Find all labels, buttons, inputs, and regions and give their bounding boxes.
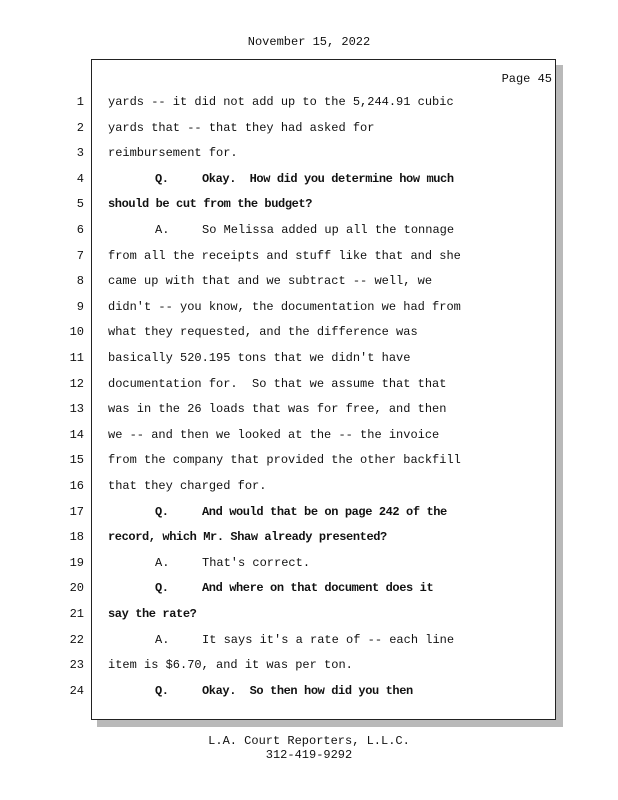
line-text: That's correct. xyxy=(202,555,311,570)
transcript-line: 22 A. It says it's a rate of -- each line xyxy=(0,630,560,650)
transcript-line: 4 Q. Okay. How did you determine how much xyxy=(0,169,560,189)
line-text: we -- and then we looked at the -- the i… xyxy=(108,427,440,442)
transcript-line: 11 basically 520.195 tons that we didn't … xyxy=(0,348,560,368)
line-text: came up with that and we subtract -- wel… xyxy=(108,274,433,289)
line-number: 15 xyxy=(69,453,84,468)
transcript-line: 24 Q. Okay. So then how did you then xyxy=(0,681,560,701)
speaker-label: Q. xyxy=(155,504,169,519)
line-number: 2 xyxy=(76,120,84,135)
transcript-line: 14 we -- and then we looked at the -- the… xyxy=(0,425,560,445)
transcript-line: 8 came up with that and we subtract -- we… xyxy=(0,271,560,291)
line-text: from all the receipts and stuff like tha… xyxy=(108,248,461,263)
transcript-line: 5 should be cut from the budget? xyxy=(0,194,560,214)
speaker-label: Q. xyxy=(155,683,169,698)
transcript-line: 7 from all the receipts and stuff like th… xyxy=(0,246,560,266)
line-number: 10 xyxy=(69,325,84,340)
transcript-line: 6 A. So Melissa added up all the tonnage xyxy=(0,220,560,240)
line-number: 16 xyxy=(69,479,84,493)
line-number: 9 xyxy=(76,299,84,314)
transcript-line: 20 Q. And where on that document does it xyxy=(0,578,560,598)
page-number: Page 45 xyxy=(501,72,552,86)
transcript-line: 23 item is $6.70, and it was per ton. xyxy=(0,655,560,675)
transcript-page-frame xyxy=(91,59,556,720)
speaker-label: A. xyxy=(155,632,170,647)
line-number: 1 xyxy=(76,95,84,109)
transcript-line: 21 say the rate? xyxy=(0,604,560,624)
line-number: 17 xyxy=(69,504,84,519)
line-number: 6 xyxy=(76,223,84,237)
line-text: And where on that document does it xyxy=(202,581,434,596)
line-number: 20 xyxy=(69,581,84,596)
line-number: 3 xyxy=(76,146,84,161)
line-text: It says it's a rate of -- each line xyxy=(202,632,455,647)
line-text: documentation for. So that we assume tha… xyxy=(108,376,447,391)
line-number: 23 xyxy=(69,658,84,673)
line-number: 8 xyxy=(76,274,84,289)
line-number: 22 xyxy=(69,632,84,647)
line-text: was in the 26 loads that was for free, a… xyxy=(108,402,447,417)
line-number: 11 xyxy=(69,351,84,365)
line-text: Okay. So then how did you then xyxy=(202,683,413,698)
line-number: 18 xyxy=(69,530,84,545)
speaker-label: A. xyxy=(155,555,170,570)
line-text: say the rate? xyxy=(108,607,197,621)
transcript-line: 10 what they requested, and the differenc… xyxy=(0,322,560,342)
line-number: 7 xyxy=(76,248,84,263)
line-text: that they charged for. xyxy=(108,479,267,493)
transcript-line: 1 yards -- it did not add up to the 5,244… xyxy=(0,92,560,112)
line-text: didn't -- you know, the documentation we… xyxy=(108,299,461,314)
transcript-line: 15 from the company that provided the oth… xyxy=(0,450,560,470)
line-text: record, which Mr. Shaw already presented… xyxy=(108,530,387,545)
transcript-line: 13 was in the 26 loads that was for free,… xyxy=(0,399,560,419)
line-text: what they requested, and the difference … xyxy=(108,325,418,340)
line-number: 4 xyxy=(76,171,84,186)
transcript-line: 3 reimbursement for. xyxy=(0,143,560,163)
line-text: item is $6.70, and it was per ton. xyxy=(108,658,353,673)
line-text: basically 520.195 tons that we didn't ha… xyxy=(108,351,411,365)
line-text: should be cut from the budget? xyxy=(108,197,313,212)
line-text: from the company that provided the other… xyxy=(108,453,461,468)
transcript-line: 2 yards that -- that they had asked for xyxy=(0,118,560,138)
reporter-company: L.A. Court Reporters, L.L.C. xyxy=(208,734,410,748)
transcript-line: 12 documentation for. So that we assume t… xyxy=(0,374,560,394)
transcript-line: 18 record, which Mr. Shaw already present… xyxy=(0,527,560,547)
line-number: 13 xyxy=(69,402,84,417)
transcript-line: 16 that they charged for. xyxy=(0,476,560,496)
line-text: Okay. How did you determine how much xyxy=(202,171,454,186)
line-text: yards -- it did not add up to the 5,244.… xyxy=(108,95,454,109)
footer: L.A. Court Reporters, L.L.C. 312-419-929… xyxy=(0,734,618,762)
speaker-label: A. xyxy=(155,223,170,237)
transcript-line: 17 Q. And would that be on page 242 of the xyxy=(0,502,560,522)
speaker-label: Q. xyxy=(155,171,169,186)
line-text: So Melissa added up all the tonnage xyxy=(202,223,455,237)
transcript-line: 9 didn't -- you know, the documentation w… xyxy=(0,297,560,317)
reporter-phone: 312-419-9292 xyxy=(265,748,353,762)
line-text: yards that -- that they had asked for xyxy=(108,120,375,135)
speaker-label: Q. xyxy=(155,581,169,596)
transcript-date: November 15, 2022 xyxy=(247,35,371,49)
line-text: And would that be on page 242 of the xyxy=(202,504,447,519)
line-number: 19 xyxy=(69,555,84,570)
line-number: 21 xyxy=(69,607,84,621)
line-number: 5 xyxy=(76,197,84,212)
line-text: reimbursement for. xyxy=(108,146,238,161)
transcript-line: 19 A. That's correct. xyxy=(0,553,560,573)
line-number: 24 xyxy=(69,683,84,698)
line-number: 14 xyxy=(69,427,84,442)
line-number: 12 xyxy=(69,376,84,391)
